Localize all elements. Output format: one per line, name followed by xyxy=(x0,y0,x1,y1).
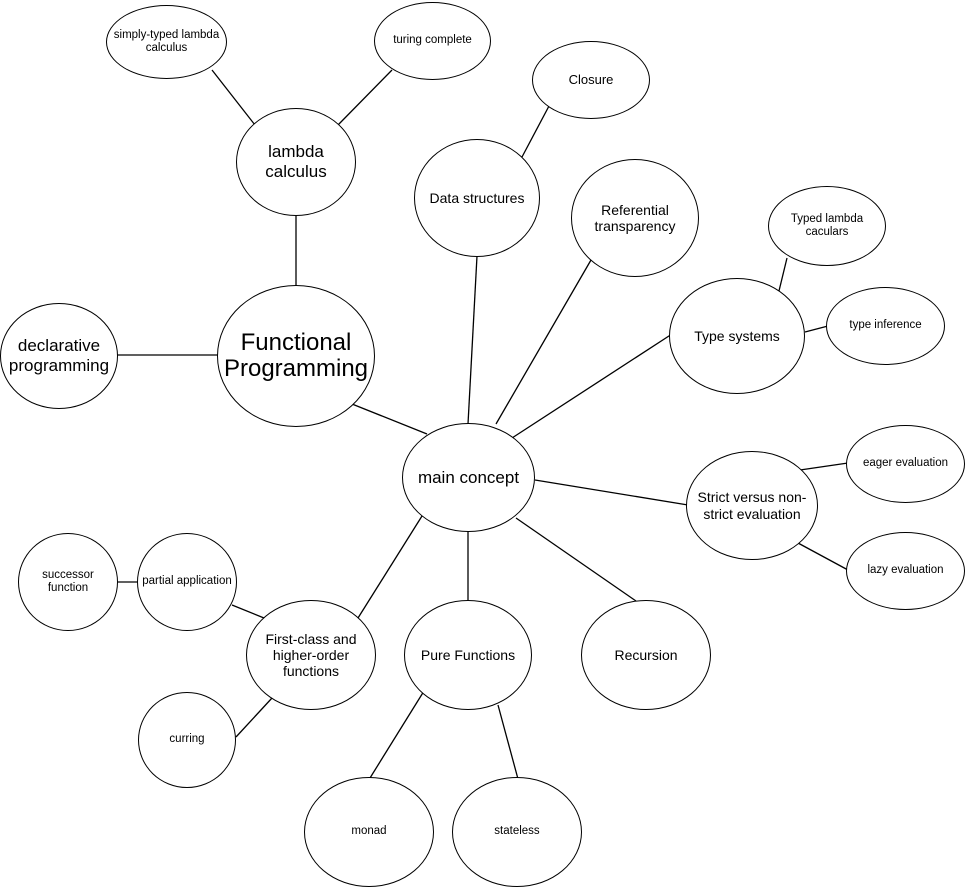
simply-typed-lambda-calculus-label: simply-typed lambda calculus xyxy=(113,28,220,54)
edge-curring-firstclass xyxy=(235,697,273,738)
main-concept-node: main concept xyxy=(402,423,535,532)
functional-programming-label: Functional Programming xyxy=(223,328,369,382)
curring-node: curring xyxy=(138,692,236,788)
edge-datastructures-main xyxy=(467,255,478,425)
type-systems-label: Type systems xyxy=(694,327,780,344)
declarative-programming-label: declarative programming xyxy=(8,336,110,375)
first-class-higher-order-functions-node: First-class and higher-order functions xyxy=(246,600,376,710)
first-class-higher-order-functions-label: First-class and higher-order functions xyxy=(265,630,357,680)
edge-firstclass-main xyxy=(357,515,423,619)
type-systems-node: Type systems xyxy=(669,278,805,394)
successor-function-label: successor function xyxy=(42,568,94,594)
strict-versus-nonstrict-node: Strict versus non- strict evaluation xyxy=(686,451,818,560)
data-structures-label: Data structures xyxy=(429,189,525,206)
typed-lambda-caculars-node: Typed lambda caculars xyxy=(768,186,886,266)
edge-partial-firstclass xyxy=(231,604,265,619)
edge-typesystems-main xyxy=(511,333,673,439)
edge-turing-lambda xyxy=(337,69,393,126)
turing-complete-label: turing complete xyxy=(393,34,472,47)
successor-function-node: successor function xyxy=(18,533,118,631)
edge-typedlambda-typesystems xyxy=(777,257,788,296)
edge-eager-strict xyxy=(799,462,849,471)
pure-functions-node: Pure Functions xyxy=(404,600,532,710)
edge-simply-typed-lambda xyxy=(211,69,256,126)
main-concept-label: main concept xyxy=(417,467,520,487)
typed-lambda-caculars-label: Typed lambda caculars xyxy=(790,212,864,238)
edge-referential-main xyxy=(495,259,592,425)
recursion-node: Recursion xyxy=(581,600,711,710)
edge-functional-main xyxy=(351,403,428,435)
edge-lazy-strict xyxy=(797,542,849,571)
eager-evaluation-node: eager evaluation xyxy=(846,425,965,503)
closure-node: Closure xyxy=(532,41,650,119)
type-inference-node: type inference xyxy=(826,287,945,365)
turing-complete-node: turing complete xyxy=(374,2,491,80)
partial-application-label: partial application xyxy=(142,575,232,588)
data-structures-node: Data structures xyxy=(414,139,540,257)
simply-typed-lambda-calculus-node: simply-typed lambda calculus xyxy=(106,5,227,79)
lambda-calculus-label: lambda calculus xyxy=(265,142,327,181)
lambda-calculus-node: lambda calculus xyxy=(236,108,356,216)
type-inference-label: type inference xyxy=(849,319,922,332)
pure-functions-label: Pure Functions xyxy=(420,646,516,663)
edge-typeinference-typesystems xyxy=(804,325,829,333)
referential-transparency-label: Referential transparency xyxy=(594,201,676,234)
edge-stateless-pure xyxy=(497,704,519,780)
stateless-node: stateless xyxy=(452,777,582,887)
monad-node: monad xyxy=(304,777,434,887)
functional-programming-node: Functional Programming xyxy=(217,285,375,427)
edge-strict-main xyxy=(534,479,689,506)
referential-transparency-node: Referential transparency xyxy=(571,159,699,277)
eager-evaluation-label: eager evaluation xyxy=(862,457,949,470)
lazy-evaluation-label: lazy evaluation xyxy=(867,564,944,577)
lazy-evaluation-node: lazy evaluation xyxy=(846,532,965,610)
curring-label: curring xyxy=(169,733,205,746)
declarative-programming-node: declarative programming xyxy=(0,303,118,409)
edge-closure-datastructures xyxy=(521,105,550,158)
partial-application-node: partial application xyxy=(137,533,237,631)
edge-recursion-main xyxy=(515,517,637,602)
closure-label: Closure xyxy=(568,71,614,87)
strict-versus-nonstrict-label: Strict versus non- strict evaluation xyxy=(697,489,807,522)
stateless-label: stateless xyxy=(494,825,540,838)
recursion-label: Recursion xyxy=(614,646,678,663)
edge-monad-pure xyxy=(369,690,425,779)
monad-label: monad xyxy=(351,825,387,838)
